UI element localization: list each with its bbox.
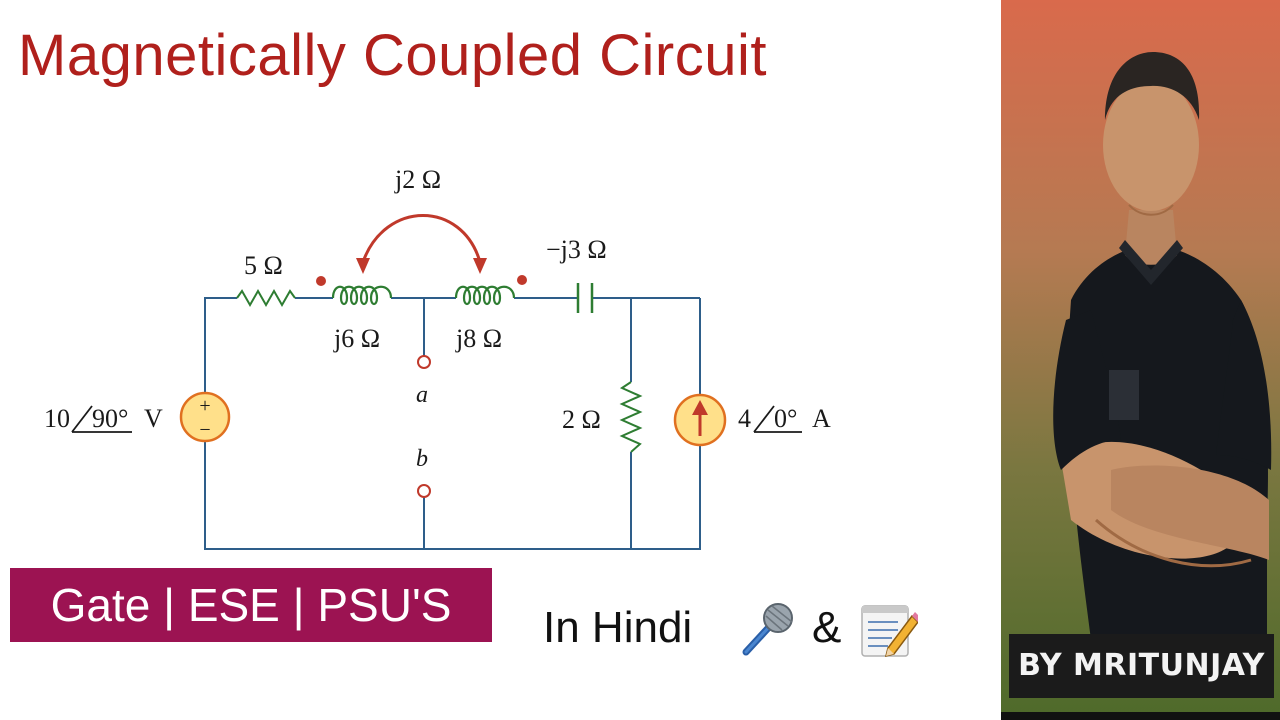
minus-sign: − [199, 419, 210, 441]
cap-label: −j3 Ω [546, 235, 607, 264]
polarity-dot-2 [517, 275, 527, 285]
terminal-a [417, 355, 431, 369]
source-i-unit: A [812, 404, 831, 433]
l1-label: j6 Ω [333, 324, 380, 353]
circuit-diagram: + − j2 Ω 5 Ω j6 Ω j8 Ω −j3 Ω 2 Ω a b 10 … [44, 165, 831, 550]
inductor-j6 [331, 285, 393, 306]
polarity-dot-1 [316, 276, 326, 286]
plus-sign: + [199, 395, 210, 417]
inductor-j8 [454, 285, 516, 306]
wires [204, 297, 701, 550]
source-i-angle: 0° [774, 404, 797, 433]
presenter-panel: BY MRITUNJAY SIR [1001, 0, 1280, 720]
capacitor [576, 283, 594, 313]
mutual-label: j2 Ω [394, 165, 441, 194]
ampersand: & [812, 603, 842, 652]
presenter-name: BY MRITUNJAY SIR [1009, 634, 1274, 720]
node-a-label: a [416, 382, 428, 408]
node-b-label: b [416, 446, 428, 472]
l2-label: j8 Ω [455, 324, 502, 353]
mutual-coupling-arrow [361, 214, 482, 263]
resistor-5-ohm [236, 288, 296, 308]
source-v-magnitude: 10 [44, 404, 70, 433]
panel-bottom-bar [1001, 712, 1280, 720]
presenter-photo [1053, 52, 1272, 640]
exam-badge: Gate | ESE | PSU'S [10, 568, 492, 642]
language-text: In Hindi [543, 603, 693, 652]
r2-label: 2 Ω [562, 405, 601, 434]
current-arrow [692, 400, 708, 415]
page-title: Magnetically Coupled Circuit [18, 23, 767, 88]
memo-pencil-icon [861, 605, 918, 658]
resistor-2-ohm [619, 381, 643, 453]
microphone-icon [742, 603, 793, 656]
terminal-b [417, 484, 431, 498]
source-v-angle: 90° [92, 404, 128, 433]
voltage-source [179, 391, 231, 443]
r1-label: 5 Ω [244, 251, 283, 280]
source-i-magnitude: 4 [738, 404, 751, 433]
source-v-unit: V [144, 404, 163, 433]
